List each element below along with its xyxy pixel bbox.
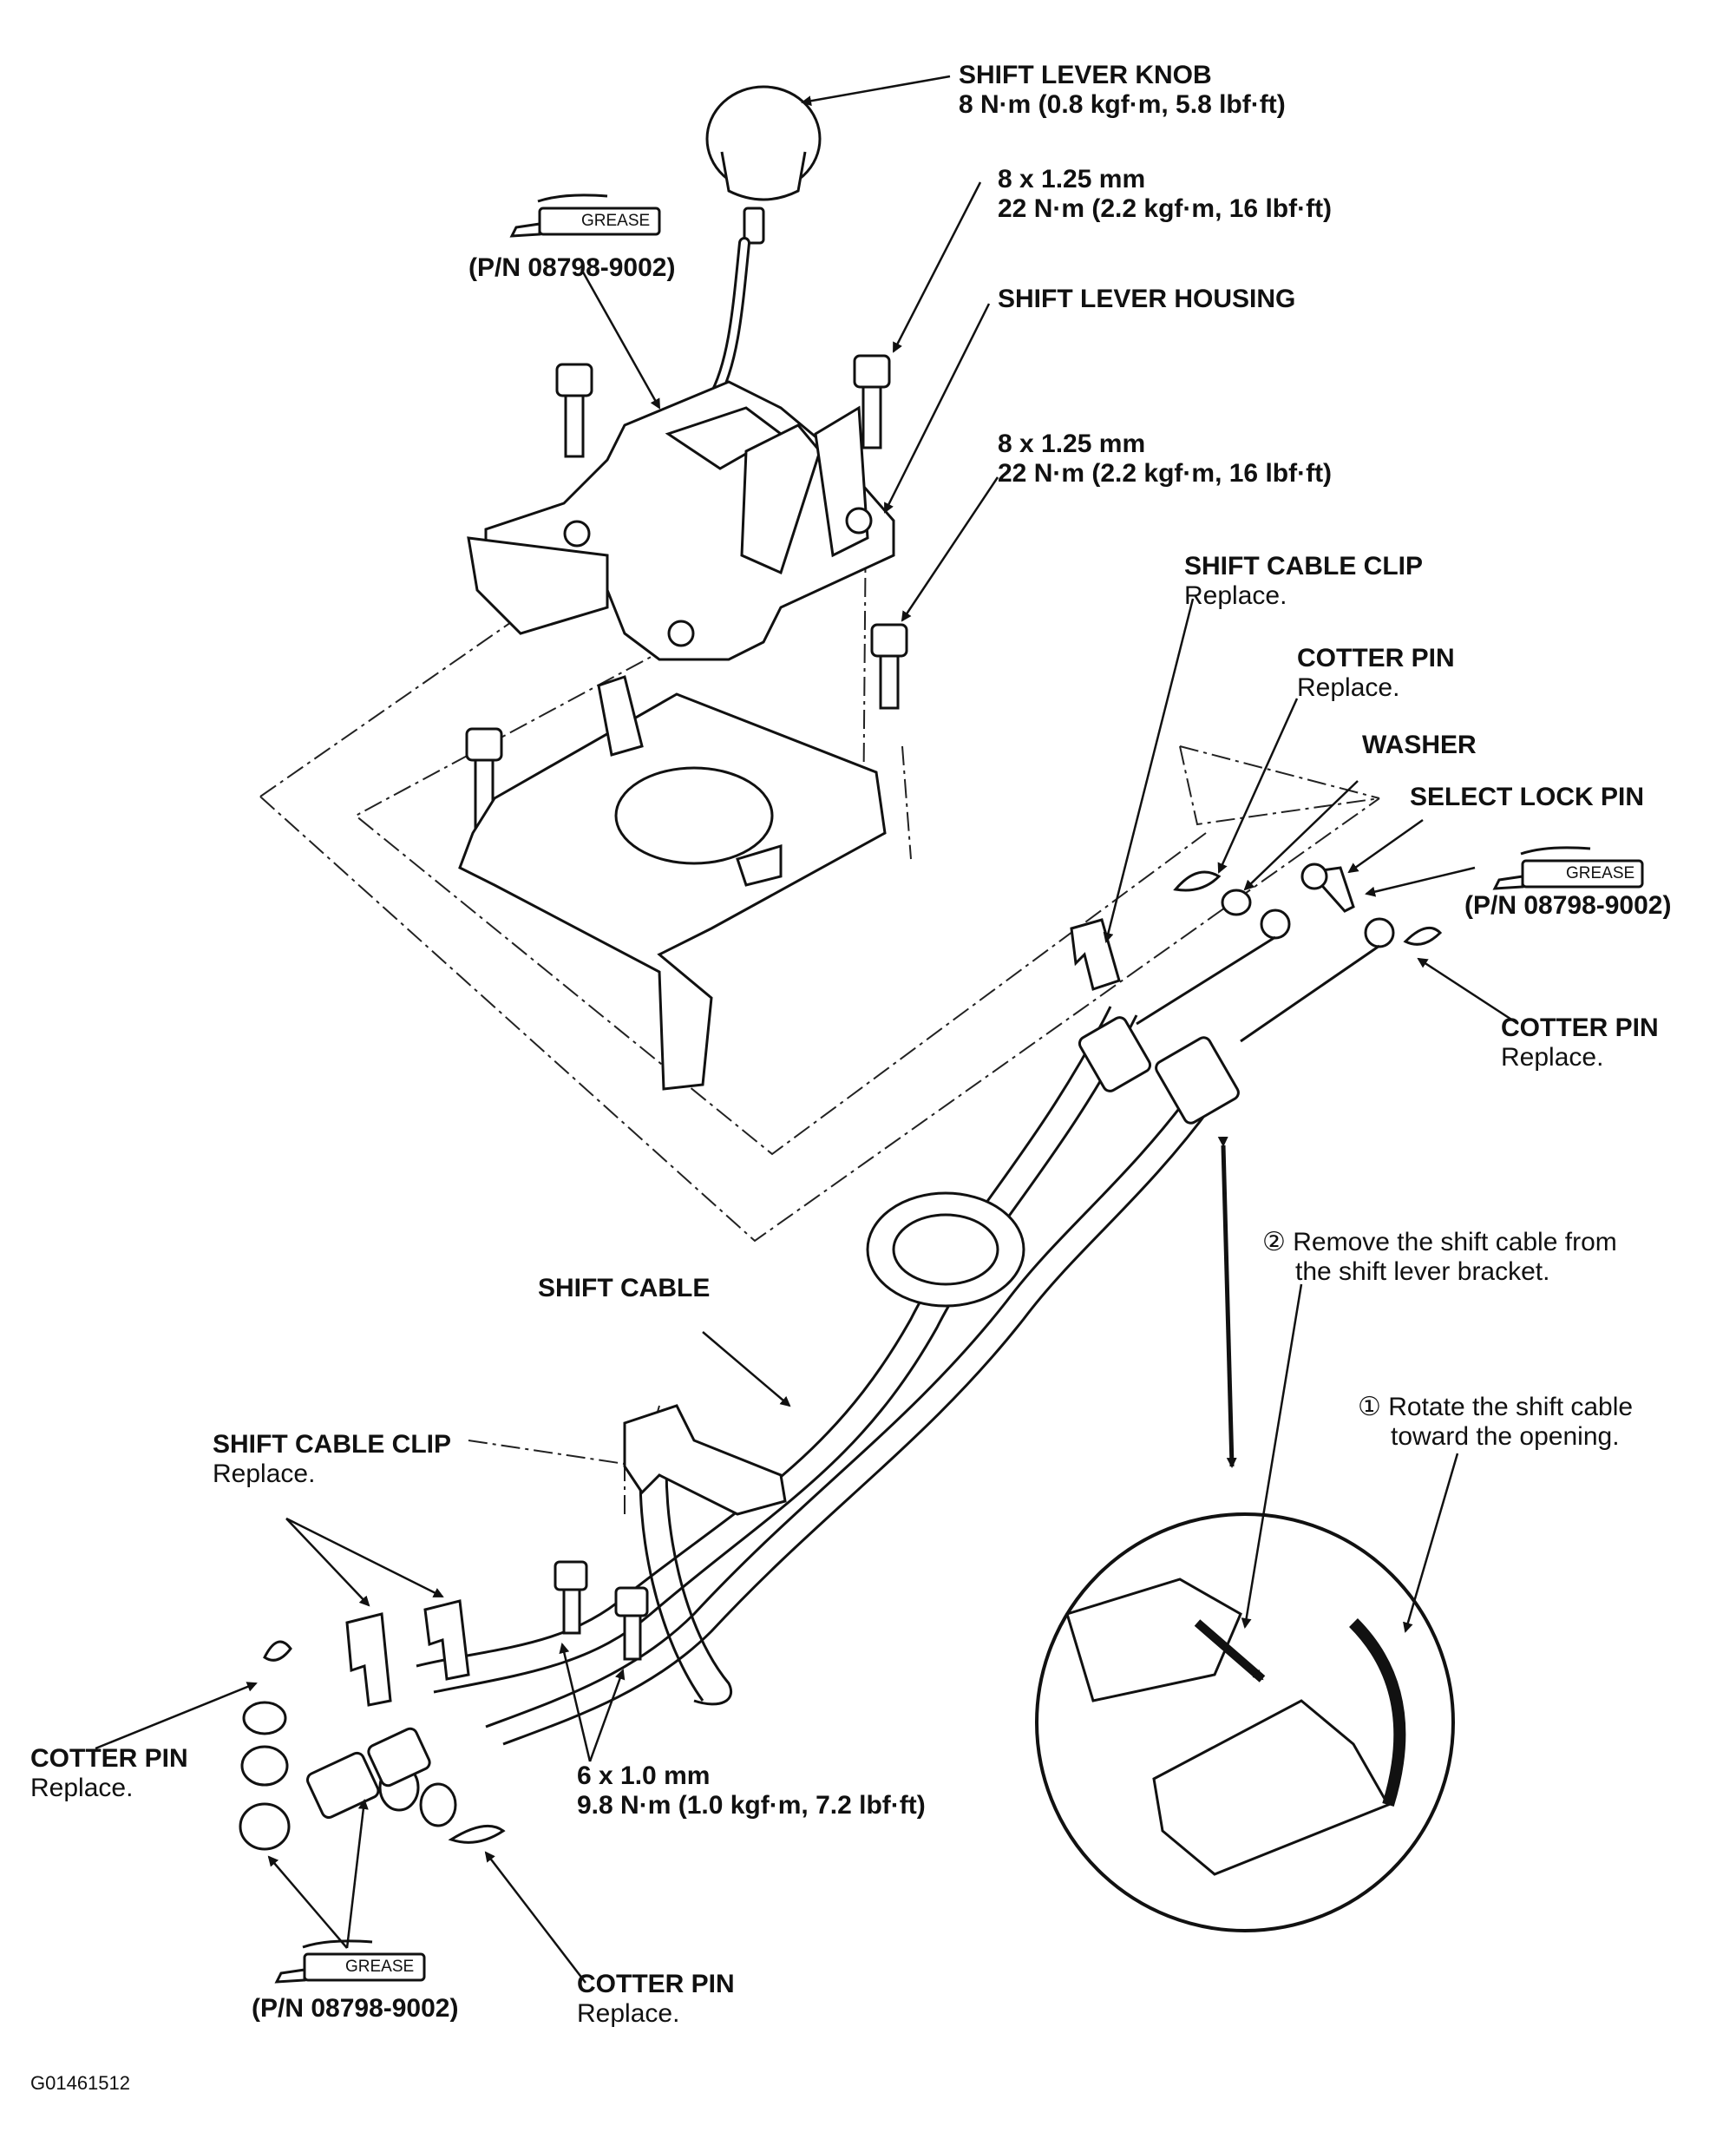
shift-cable-clip-upper-label: SHIFT CABLE CLIP Replace. [1184, 552, 1423, 610]
shift-lever-knob-icon [705, 85, 822, 245]
bolt-small-label: 6 x 1.0 mm 9.8 N·m (1.0 kgf·m, 7.2 lbf·f… [577, 1761, 926, 1820]
detail-pointer-arrow [1217, 1136, 1237, 1468]
step-2-note: ② Remove the shift cable from the shift … [1262, 1228, 1617, 1286]
grease-part-number-bottom: (P/N 08798-9002) [252, 1994, 459, 2023]
grease-part-number-right: (P/N 08798-9002) [1464, 891, 1672, 920]
bolt-lower-label: 8 x 1.25 mm 22 N·m (2.2 kgf·m, 16 lbf·ft… [998, 430, 1333, 488]
grease-part-number-top: (P/N 08798-9002) [468, 253, 676, 282]
cable-grommet-icon [866, 1191, 1025, 1308]
select-lock-pin-label: SELECT LOCK PIN [1410, 783, 1645, 811]
leader-lines [95, 75, 1519, 1984]
housing-bolt-icon [465, 354, 908, 831]
grease-tag-right: GREASE [1566, 864, 1635, 882]
detail-view-icon [1035, 1512, 1455, 1932]
grease-tube-icon [274, 194, 1644, 1984]
shift-lever-bracket-icon [458, 675, 887, 1091]
cable-end-fitting-icon [1078, 909, 1395, 1125]
shift-cable-icon [416, 1006, 1216, 1746]
bolt-upper-label: 8 x 1.25 mm 22 N·m (2.2 kgf·m, 16 lbf·ft… [998, 165, 1333, 223]
shift-lever-housing-label: SHIFT LEVER HOUSING [998, 285, 1296, 313]
shift-lever-knob-label: SHIFT LEVER KNOB 8 N·m (0.8 kgf·m, 5.8 l… [959, 61, 1286, 119]
cotter-pin-right-label: COTTER PIN Replace. [1501, 1013, 1659, 1072]
upper-small-parts-icon [1070, 863, 1443, 991]
shift-lever-housing-icon [467, 380, 895, 661]
figure-id: G01461512 [30, 2072, 130, 2094]
dashed-assembly-outline [259, 511, 1380, 1514]
shift-cable-clip-lower-label: SHIFT CABLE CLIP Replace. [213, 1430, 451, 1488]
washer-label: WASHER [1362, 731, 1477, 759]
grease-tag-top: GREASE [581, 212, 651, 230]
shift-cable-label: SHIFT CABLE [538, 1274, 711, 1302]
cotter-pin-bottom-label: COTTER PIN Replace. [577, 1970, 735, 2028]
cotter-pin-upper-label: COTTER PIN Replace. [1297, 644, 1455, 702]
lower-small-parts-icon [239, 1404, 787, 1851]
grease-tag-bottom: GREASE [345, 1958, 415, 1976]
step-1-note: ① Rotate the shift cable toward the open… [1358, 1393, 1634, 1451]
cotter-pin-left-label: COTTER PIN Replace. [30, 1744, 188, 1802]
